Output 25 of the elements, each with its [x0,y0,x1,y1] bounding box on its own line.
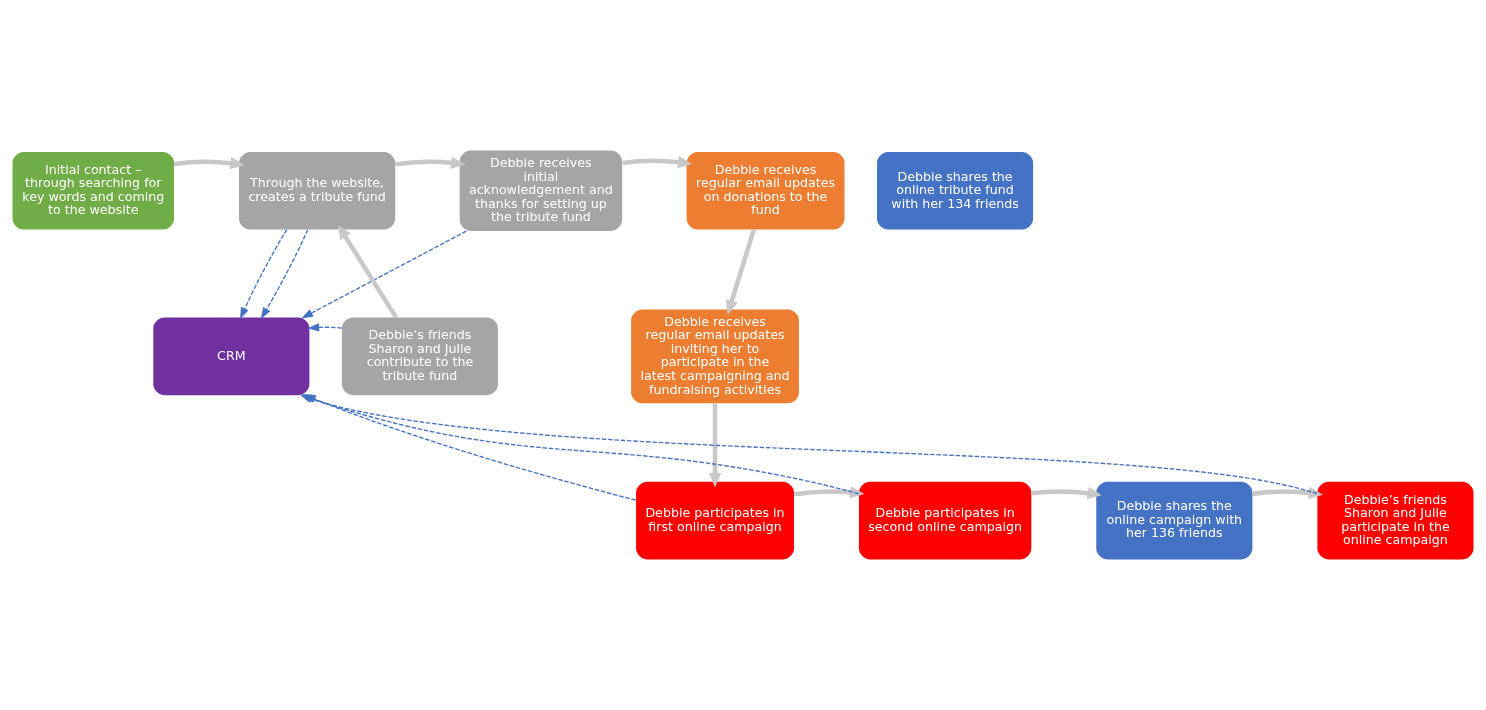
arrow [173,156,245,170]
node-box: Debbie shares the online tribute fund with her 134 friends [877,151,1034,230]
node-box: Debbie participates in first online campaign [636,481,794,560]
node-box: CRM [153,317,310,396]
arrow [725,229,756,315]
arrow [622,155,693,169]
arrow [395,156,466,169]
arrow [260,229,309,320]
node-box: Debbie receives initial acknowledgement and thanks for setting up the tribute fund [459,150,623,231]
arrow [337,224,398,319]
arrow [239,229,288,320]
arrow [1031,487,1102,500]
node-box: Debbie receives regular email updates on donations to the fund [686,151,845,230]
node-box: Debbie’s friends Sharon and Julie participate in the online campaign [1317,481,1474,560]
arrow [793,486,865,499]
arrow [307,323,343,332]
arrow [301,230,467,319]
node-box: Initial contact – through searching for key words and coming to the website [12,151,175,230]
node-box: Debbie shares the online campaign with her 136 friends [1096,481,1253,560]
arrow [1252,486,1323,499]
node-box: Debbie’s friends Sharon and Julie contribute to the tribute fund [341,317,498,396]
node-box: Debbie participates in second online campaign [858,481,1032,560]
arrow [708,403,722,488]
node-box: Debbie receives regular email updates inviting her to participate in the latest campaigning and fundraising activities [631,309,799,404]
node-box: Through the website, creates a tribute fund [239,151,396,230]
